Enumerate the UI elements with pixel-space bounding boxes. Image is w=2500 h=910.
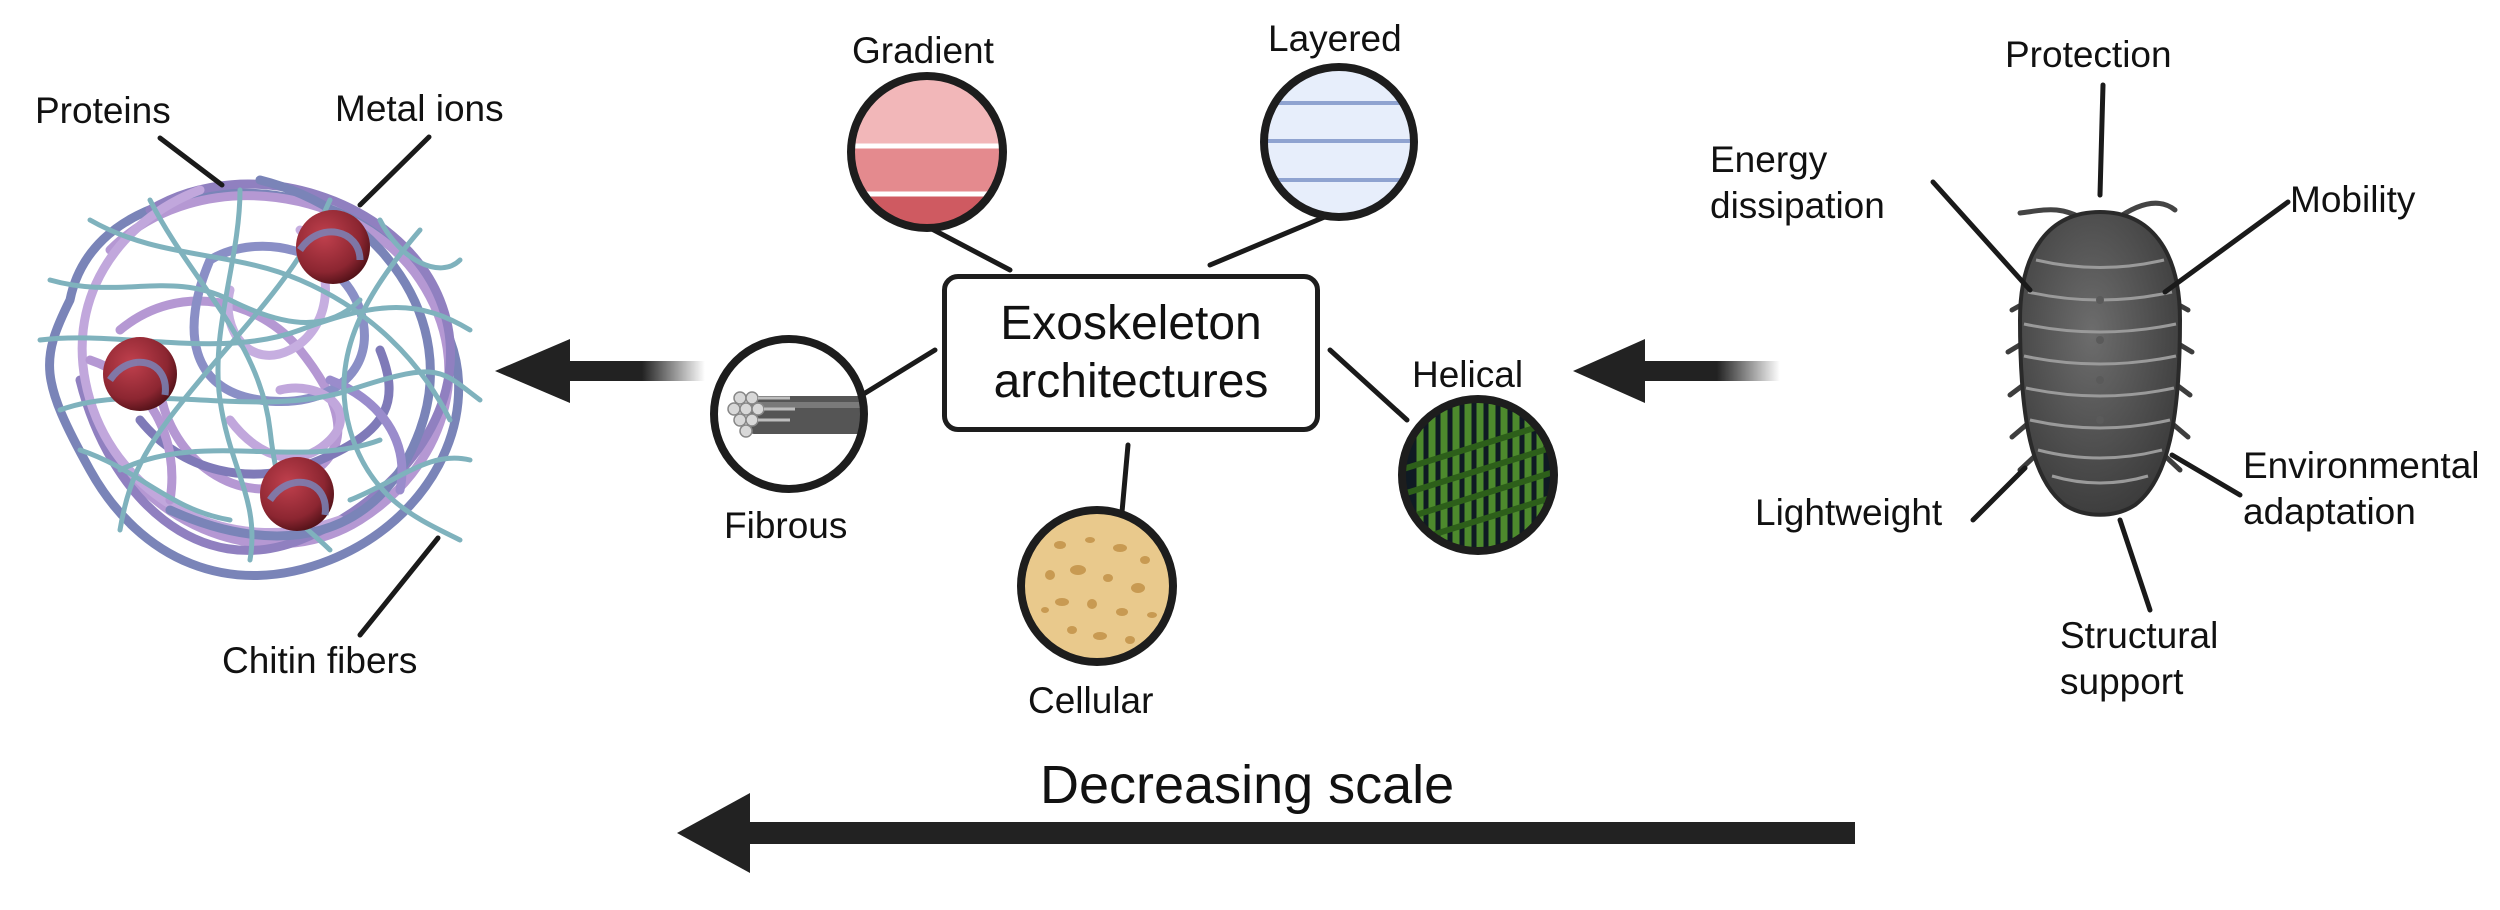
fibrous-label: Fibrous <box>724 505 848 546</box>
layered-architecture-icon <box>1260 63 1418 221</box>
decreasing-scale-arrow <box>677 793 1855 873</box>
environmental-adaptation-label: Environmental adaptation <box>2243 445 2480 533</box>
chitin-fibers-leader-line <box>357 535 441 638</box>
gradient-label: Gradient <box>852 30 994 71</box>
proteins-label: Proteins <box>35 90 171 131</box>
energy-dissipation-label: Energy dissipation <box>1710 139 1885 227</box>
fibrous-architecture-icon <box>710 335 868 493</box>
isopod-illustration <box>2005 200 2195 517</box>
helical-label: Helical <box>1412 354 1524 395</box>
cellular-architecture-icon <box>1017 506 1177 666</box>
cellular-connector <box>1119 442 1131 515</box>
metal-ion-particle <box>296 210 370 284</box>
chitin-fibers-label: Chitin fibers <box>222 640 418 681</box>
structural-support-leader-line <box>2117 517 2153 613</box>
gradient-connector <box>927 225 1013 273</box>
protection-label: Protection <box>2005 34 2172 75</box>
layered-connector <box>1207 213 1330 268</box>
arrow-to-architectures <box>1573 339 1780 403</box>
cellular-label: Cellular <box>1028 680 1154 721</box>
lightweight-leader-line <box>1970 465 2028 523</box>
proteins-leader-line <box>157 135 225 188</box>
environmental-adaptation-leader-line <box>2169 452 2243 498</box>
architecture-connectors <box>859 213 1410 515</box>
molecular-leader-lines <box>157 134 441 638</box>
decreasing-scale-label: Decreasing scale <box>1040 755 1455 815</box>
metal-ions-leader-line <box>357 134 432 208</box>
helical-connector <box>1327 347 1410 423</box>
metal-ion-particle <box>260 457 334 531</box>
function-leader-lines <box>1930 82 2291 613</box>
protection-leader-line <box>2097 82 2106 198</box>
structural-support-label: Structural support <box>2060 615 2219 703</box>
energy-dissipation-leader-line <box>1930 179 2033 293</box>
molecular-composite-illustration <box>37 175 483 580</box>
metal-ions-label: Metal ions <box>335 88 504 129</box>
lightweight-label: Lightweight <box>1755 492 1943 533</box>
metal-ion-particle <box>103 337 177 411</box>
center-title-line2: architectures <box>993 355 1269 408</box>
exoskeleton-architectures-box: Exoskeleton architectures <box>942 274 1320 432</box>
arrow-to-molecular <box>495 339 705 403</box>
metal-ion-particles <box>103 210 370 531</box>
chitin-fibers <box>37 187 483 563</box>
mobility-leader-line <box>2162 199 2291 295</box>
gradient-architecture-icon <box>847 72 1007 232</box>
mobility-label: Mobility <box>2290 179 2416 220</box>
helical-architecture-icon <box>1398 395 1558 555</box>
center-title-line1: Exoskeleton <box>1000 297 1262 351</box>
layered-label: Layered <box>1268 18 1402 59</box>
fibrous-connector <box>859 347 938 398</box>
